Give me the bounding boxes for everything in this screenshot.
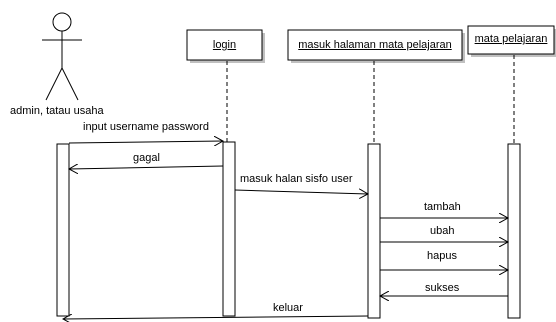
message-label-m8: keluar [273,302,303,314]
message-label-m4: tambah [424,201,461,213]
object-box-mapel [467,25,556,57]
message-label-m7: sukses [425,282,460,294]
actor-left-leg [45,67,63,101]
message-arrow-m1 [68,141,223,143]
actor-right-leg [61,67,79,101]
message-label-m1: input username password [83,121,209,133]
actor-figure [42,12,82,101]
object-label-login: login [212,39,237,51]
message-label-m3: masuk halan sisfo user [240,173,353,185]
actor-head [52,12,72,32]
message-label-m2: gagal [133,152,160,164]
message-label-m6: hapus [427,250,457,262]
object-label-mapel: mata pelajaran [474,33,548,45]
object-box-masuk [287,29,465,63]
message-arrow-m3 [234,190,368,194]
activation-login [222,141,236,317]
message-arrow-m2 [69,166,224,169]
object-box-login [186,29,265,63]
object-label-masuk: masuk halaman mata pelajaran [298,39,452,51]
activation-actor [56,143,70,317]
activation-masuk [367,143,381,319]
message-arrow-m8 [63,316,369,319]
actor-name: admin, tatau usaha [10,105,104,117]
message-label-m5: ubah [430,225,455,237]
activation-mapel [507,143,521,319]
